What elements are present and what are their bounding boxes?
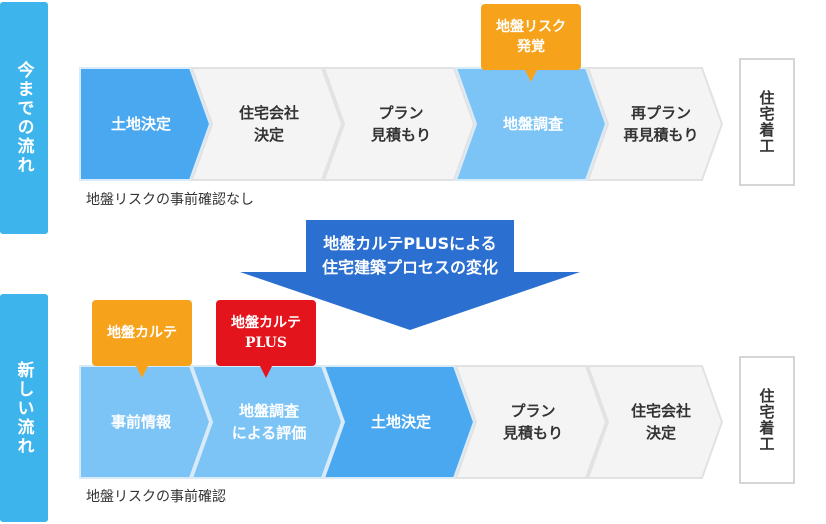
before-step-4-shape: [454, 67, 608, 181]
after-step-4-shape: [454, 365, 608, 479]
after-flow-label: 新しい流れ: [0, 294, 48, 522]
jiban-karte-plus-callout: 地盤カルテ PLUS: [216, 300, 316, 378]
before-step-3-label: プラン 見積もり: [370, 104, 431, 144]
before-step-2-label: 住宅会社 決定: [238, 104, 299, 144]
after-step-1-shape: [79, 365, 212, 479]
before-step-5-shape: [586, 67, 724, 181]
before-final-box: 住宅着工: [739, 58, 795, 186]
before-final-label: 住宅着工: [757, 90, 776, 154]
after-step-2-label: 地盤調査 による評価: [231, 402, 307, 442]
after-note: 地盤リスクの事前確認: [86, 489, 226, 505]
after-step-3-label: 土地決定: [370, 413, 431, 431]
before-note: 地盤リスクの事前確認なし: [86, 192, 254, 208]
after-step-4-label: プラン 見積もり: [502, 402, 563, 442]
before-flow-label-text: 今までの流れ: [13, 61, 34, 175]
after-final-label: 住宅着工: [757, 388, 776, 452]
after-step-2-shape: [190, 365, 344, 479]
jiban-karte-callout: 地盤カルテ: [92, 300, 192, 378]
after-step-1-label: 事前情報: [110, 413, 171, 431]
transition-text: 地盤カルテPLUSによる 住宅建築プロセスの変化: [321, 234, 498, 277]
before-step-1-label: 土地決定: [110, 115, 171, 133]
before-step-1-shape: [79, 67, 212, 181]
before-step-4-label: 地盤調査: [502, 115, 563, 133]
after-step-5-shape: [586, 365, 724, 479]
risk-found-callout: 地盤リスク 発覚: [481, 4, 581, 82]
before-step-3-shape: [322, 67, 476, 181]
before-flow-label: 今までの流れ: [0, 2, 48, 234]
after-step-3-shape: [322, 365, 476, 479]
before-step-2-shape: [190, 67, 344, 181]
after-flow-label-text: 新しい流れ: [13, 360, 34, 456]
before-step-5-label: 再プラン 再見積もり: [623, 104, 699, 144]
after-step-5-label: 住宅会社 決定: [630, 402, 691, 442]
after-final-box: 住宅着工: [739, 356, 795, 484]
